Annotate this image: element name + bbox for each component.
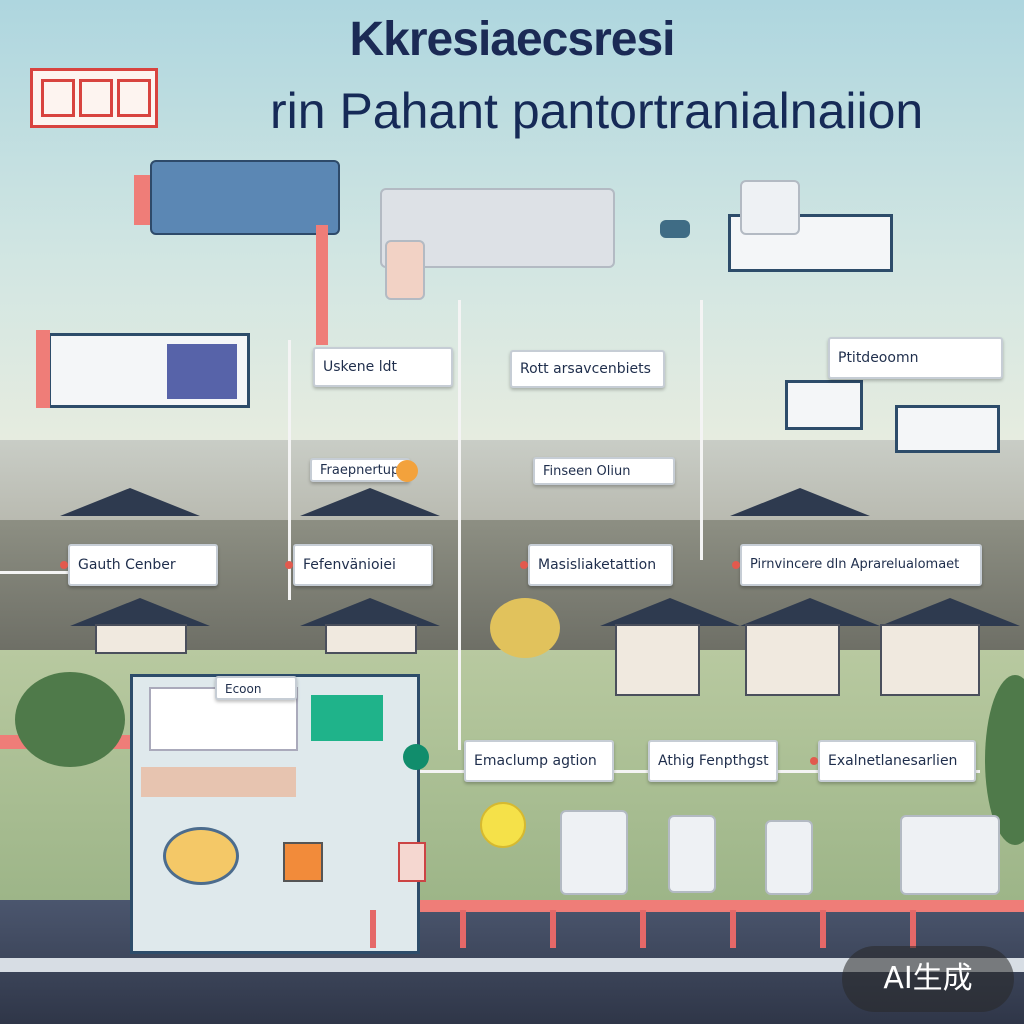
label-gauth-cenber: Gauth Cenber bbox=[60, 544, 218, 586]
equipment-1 bbox=[560, 810, 628, 895]
label-masisliaketattion: Masisliaketattion bbox=[520, 544, 673, 586]
label-finseen-oliun: Finseen Oliun bbox=[533, 457, 675, 485]
pavilion-roof-3 bbox=[600, 598, 740, 626]
pavilion-3 bbox=[615, 624, 700, 696]
title-line-1: Kkresiaecsresi bbox=[349, 13, 676, 66]
pavilion-roof-1 bbox=[70, 598, 210, 626]
ai-generated-badge: AI生成 bbox=[842, 946, 1014, 1012]
pavilion-5 bbox=[880, 624, 980, 696]
road-post-1 bbox=[370, 910, 376, 948]
connector-1 bbox=[288, 340, 291, 600]
pavilion-2 bbox=[325, 624, 417, 654]
roof-left bbox=[60, 488, 200, 516]
pipe-road bbox=[330, 900, 1024, 912]
pipe-top-left bbox=[134, 175, 150, 225]
pavilion-roof-5 bbox=[880, 598, 1020, 626]
road-post-3 bbox=[550, 910, 556, 948]
seal-stamp-icon bbox=[30, 68, 158, 128]
label-fefenvanioiei: Fefenvänioiei bbox=[285, 544, 433, 586]
pavilion-roof-4 bbox=[740, 598, 880, 626]
connector-5 bbox=[0, 571, 70, 574]
display-red-accent bbox=[36, 330, 50, 408]
road-post-6 bbox=[820, 910, 826, 948]
equipment-4 bbox=[900, 815, 1000, 895]
title-line-2: rin Pahant pantortranialnaiion bbox=[270, 83, 924, 139]
ground-band-upper bbox=[0, 440, 1024, 530]
connector-2 bbox=[458, 300, 461, 750]
document-display bbox=[740, 180, 800, 235]
label-exalnetlanesarlien: Exalnetlanesarlien bbox=[810, 740, 976, 782]
green-node-icon bbox=[403, 744, 429, 770]
road-stripe bbox=[0, 958, 1024, 972]
roof-right bbox=[730, 488, 870, 516]
kiosk-right-lower bbox=[895, 405, 1000, 453]
label-ecoon: Ecoon bbox=[215, 676, 297, 700]
road-post-4 bbox=[640, 910, 646, 948]
pipe-vertical bbox=[316, 225, 328, 345]
road-post-7 bbox=[910, 910, 916, 948]
label-rott-arsavcenbiets: Rott arsavcenbiets bbox=[510, 350, 665, 388]
tree-left bbox=[15, 672, 125, 767]
connector-3 bbox=[700, 300, 703, 560]
road-post-2 bbox=[460, 910, 466, 948]
pavilion-roof-2 bbox=[300, 598, 440, 626]
label-uskene-ldt: Uskene ldt bbox=[313, 347, 453, 387]
conveyor-machine-left bbox=[150, 160, 340, 235]
tree-center bbox=[490, 598, 560, 658]
control-room-panel bbox=[130, 674, 426, 954]
control-cabinet bbox=[385, 240, 425, 300]
label-emaclump-agtion: Emaclump agtion bbox=[464, 740, 614, 782]
orange-node-icon bbox=[396, 460, 418, 482]
roof-center-left bbox=[300, 488, 440, 516]
pavilion-4 bbox=[745, 624, 840, 696]
label-pirnvincere: Pirnvincere dln Aprarelualomaet bbox=[732, 544, 982, 586]
pavilion-1 bbox=[95, 624, 187, 654]
chart-display-panel bbox=[48, 333, 250, 408]
yellow-light-icon bbox=[480, 802, 526, 848]
equipment-2 bbox=[668, 815, 716, 893]
road-post-5 bbox=[730, 910, 736, 948]
valve-icon bbox=[660, 220, 690, 238]
label-ptitdeoomn: Ptitdeoomn bbox=[828, 337, 1003, 379]
label-athig-fenpthgst: Athig Fenpthgst bbox=[648, 740, 778, 782]
kiosk-right-upper bbox=[785, 380, 863, 430]
equipment-3 bbox=[765, 820, 813, 895]
label-fraepnertup: Fraepnertup bbox=[310, 458, 410, 482]
